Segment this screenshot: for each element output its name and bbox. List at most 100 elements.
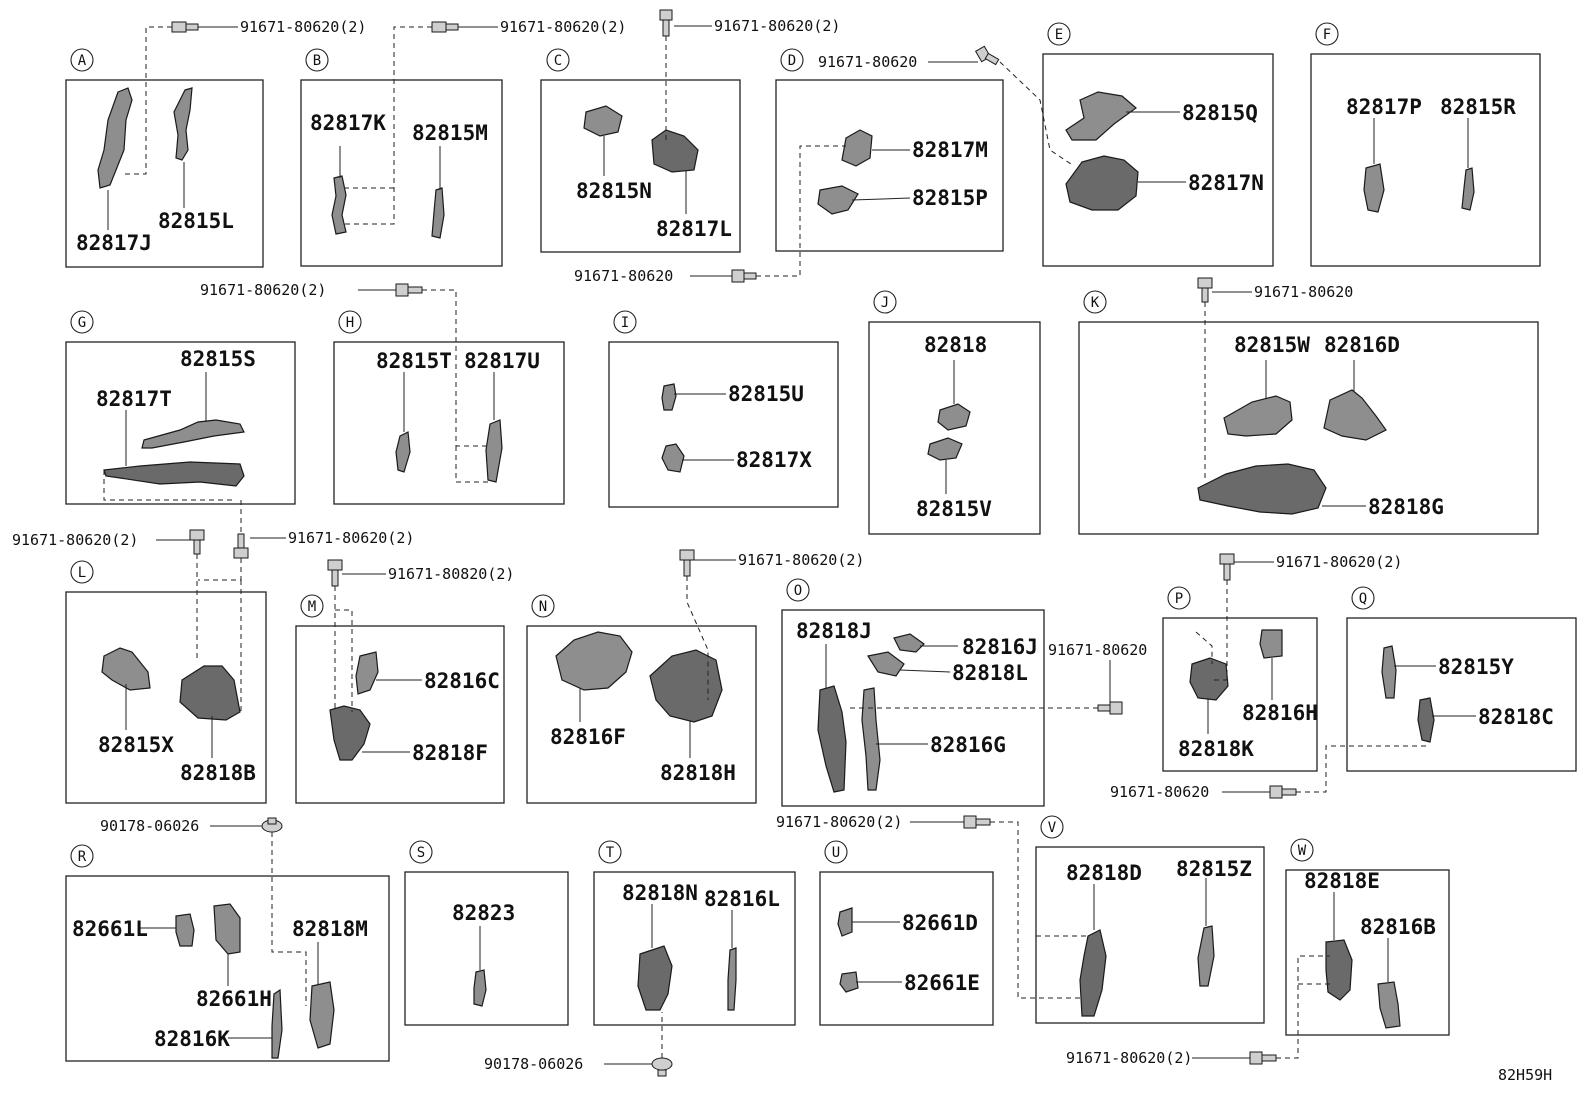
- part-label-82816b: 82816B: [1360, 915, 1436, 939]
- fastener-label: 91671-80620: [1110, 783, 1209, 801]
- fastener-label: 91671-80620: [574, 267, 673, 285]
- part-label-82815s: 82815S: [180, 347, 256, 371]
- section-box-r: [65, 875, 390, 1062]
- part-label-82815y: 82815Y: [1438, 655, 1514, 679]
- part-drawing-82818n: [637, 945, 673, 1011]
- part-drawing-82661l: [175, 913, 195, 947]
- svg-text:H: H: [346, 315, 354, 331]
- part-drawing-82815v: [927, 437, 963, 461]
- bolt-icon: [731, 269, 757, 283]
- section-box-n: [526, 625, 757, 804]
- part-drawing-82823: [473, 969, 487, 1007]
- part-drawing-82815x: [101, 647, 151, 691]
- bolt-icon: [233, 533, 249, 559]
- section-box-t: [593, 871, 796, 1026]
- section-box-s: [404, 871, 569, 1026]
- part-label-82815r: 82815R: [1440, 95, 1516, 119]
- fastener-label: 91671-80620(2): [738, 551, 864, 569]
- part-drawing-82816c: [355, 651, 379, 695]
- section-letter-g: G: [70, 310, 94, 334]
- part-drawing-82818m: [309, 981, 335, 1049]
- part-label-82823: 82823: [452, 901, 515, 925]
- part-drawing-82815z: [1197, 925, 1215, 987]
- section-letter-r: R: [70, 844, 94, 868]
- part-label-82817x: 82817X: [736, 448, 812, 472]
- section-box-d: [775, 79, 1004, 252]
- section-box-l: [65, 591, 267, 804]
- section-letter-m: M: [300, 594, 324, 618]
- part-drawing-82815q: [1065, 91, 1137, 141]
- fastener-label: 91671-80620(2): [776, 813, 902, 831]
- svg-text:L: L: [78, 565, 86, 581]
- part-drawing-82816j: [893, 633, 925, 653]
- section-letter-h: H: [338, 310, 362, 334]
- svg-text:V: V: [1048, 820, 1057, 836]
- part-drawing-82815r: [1461, 167, 1475, 211]
- svg-text:D: D: [788, 53, 796, 69]
- part-drawing-82816d: [1323, 389, 1387, 441]
- part-label-82816h: 82816H: [1242, 701, 1318, 725]
- section-letter-i: I: [613, 310, 637, 334]
- part-label-82818b: 82818B: [180, 761, 256, 785]
- part-label-82661d: 82661D: [902, 911, 978, 935]
- part-drawing-82815u: [661, 383, 677, 411]
- part-label-82661e: 82661E: [904, 971, 980, 995]
- section-box-g: [65, 341, 296, 505]
- svg-text:O: O: [794, 583, 802, 599]
- part-label-82817u: 82817U: [464, 349, 540, 373]
- svg-text:E: E: [1055, 27, 1063, 43]
- part-label-82818m: 82818M: [292, 917, 368, 941]
- part-drawing-82816b: [1377, 981, 1401, 1029]
- part-label-82815n: 82815N: [576, 179, 652, 203]
- bolt-icon: [171, 21, 199, 33]
- part-label-82815q: 82815Q: [1182, 101, 1258, 125]
- part-label-82817k: 82817K: [310, 111, 386, 135]
- fastener-label: 91671-80620(2): [12, 531, 138, 549]
- bolt-icon: [679, 549, 695, 577]
- rivet-icon: [261, 817, 283, 833]
- section-box-j: [868, 321, 1041, 535]
- part-label-82815u: 82815U: [728, 382, 804, 406]
- svg-text:Q: Q: [1359, 591, 1367, 607]
- section-letter-v: V: [1040, 815, 1064, 839]
- section-letter-j: J: [873, 290, 897, 314]
- section-letter-s: S: [409, 840, 433, 864]
- part-drawing-82815n: [583, 105, 623, 137]
- svg-text:U: U: [832, 845, 840, 861]
- part-label-82818e: 82818E: [1304, 869, 1380, 893]
- section-letter-e: E: [1047, 22, 1071, 46]
- part-label-82818d: 82818D: [1066, 861, 1142, 885]
- part-drawing-82816g: [861, 687, 881, 791]
- part-drawing-82817m: [841, 129, 873, 167]
- part-drawing-82818d: [1079, 929, 1107, 1017]
- part-label-82815w: 82815W: [1234, 333, 1310, 357]
- section-letter-b: B: [305, 48, 329, 72]
- svg-text:T: T: [606, 845, 615, 861]
- svg-text:J: J: [881, 295, 889, 311]
- section-letter-d: D: [780, 48, 804, 72]
- part-label-82815p: 82815P: [912, 186, 988, 210]
- part-drawing-82817n: [1065, 155, 1139, 211]
- fastener-label: 91671-80620: [1254, 283, 1353, 301]
- svg-text:K: K: [1091, 295, 1100, 311]
- part-label-82661l: 82661L: [72, 917, 148, 941]
- section-letter-c: C: [546, 48, 570, 72]
- bolt-icon: [1219, 553, 1235, 581]
- part-drawing-82816k: [271, 988, 283, 1059]
- bolt-icon: [974, 45, 1000, 66]
- part-drawing-82818e: [1325, 939, 1353, 1001]
- part-drawing-82817u: [485, 419, 503, 483]
- part-drawing-82816l: [727, 947, 737, 1011]
- part-label-82815v: 82815V: [916, 497, 992, 521]
- bolt-icon: [327, 559, 343, 587]
- part-label-82816f: 82816F: [550, 725, 626, 749]
- part-drawing-82818f: [329, 705, 371, 761]
- part-drawing-82818k: [1189, 657, 1229, 701]
- part-label-82815x: 82815X: [98, 733, 174, 757]
- part-label-82818c: 82818C: [1478, 705, 1554, 729]
- bolt-icon: [395, 283, 423, 297]
- part-label-82818g: 82818G: [1368, 495, 1444, 519]
- part-label-82816k: 82816K: [154, 1027, 230, 1051]
- part-drawing-82817k: [331, 175, 347, 235]
